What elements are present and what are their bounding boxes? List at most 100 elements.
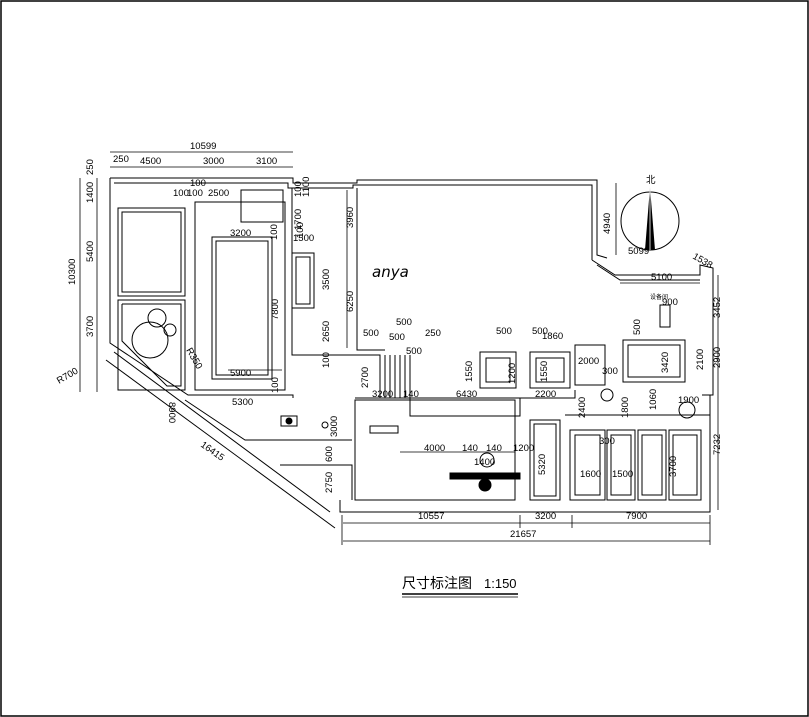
dim-r13: 1900	[678, 395, 699, 406]
north-label: 北	[646, 175, 656, 186]
dim-m1: 500	[363, 328, 379, 339]
dim-l3: 2750	[324, 472, 335, 493]
dim-l7: 1200	[513, 443, 534, 454]
dim-250-left: 250	[85, 159, 96, 175]
dim-m6: 2700	[360, 367, 371, 388]
dim-m12: 1200	[507, 363, 518, 384]
dim-m7: 3200	[372, 389, 393, 400]
dim-b0: 10557	[418, 511, 444, 522]
dim-10599: 10599	[190, 141, 216, 152]
dim-r3: 5100	[651, 272, 672, 283]
dim-5400: 5400	[85, 241, 96, 262]
dim-m8: 140	[403, 389, 419, 400]
dim-l13: 3700	[668, 456, 679, 477]
dim-r4: 3452	[712, 297, 723, 318]
dimension-text-bottom: 10557 3200 7900 21657	[418, 511, 647, 540]
dim-i5: 100	[293, 181, 304, 197]
dim-i6: 1100	[301, 177, 312, 197]
dim-10300: 10300	[67, 259, 78, 285]
dim-l11: 1600	[580, 469, 601, 480]
dim-m5: 500	[532, 326, 548, 337]
dim-i15: 100	[321, 352, 332, 368]
dim-m3: 250	[425, 328, 441, 339]
dim-m17: 300	[602, 366, 618, 377]
dim-l1: 3000	[329, 416, 340, 437]
dim-m9: 500	[406, 346, 422, 357]
dim-l16: 16415	[198, 439, 226, 463]
dim-m13: 1550	[539, 361, 550, 382]
north-arrow	[620, 187, 680, 251]
dim-b3: 21657	[510, 529, 536, 540]
dim-i9: 1500	[293, 233, 314, 244]
dim-l5: 140	[462, 443, 478, 454]
small-note: 设备间	[650, 293, 668, 301]
dim-4500: 4500	[140, 156, 161, 167]
dim-l8: 1400	[474, 457, 495, 468]
dimension-text-left: 250 1400 10300 5400 3700 R700	[55, 159, 96, 386]
dim-i1: 100	[187, 188, 203, 199]
dim-i16: 7800	[270, 299, 281, 320]
dim-m0: 500	[396, 317, 412, 328]
dim-l14: 8900	[166, 402, 177, 423]
dim-3700-left: 3700	[85, 316, 96, 337]
dim-l0: 5300	[232, 397, 253, 408]
dim-r0: 4940	[602, 213, 613, 234]
dimension-lines	[79, 151, 719, 545]
dim-l10: 300	[599, 436, 615, 447]
dim-3000: 3000	[203, 156, 224, 167]
dim-r8: 500	[632, 319, 643, 335]
dim-l2: 600	[324, 446, 335, 462]
dim-i13: 3500	[321, 269, 332, 290]
dim-i10: 100	[295, 222, 306, 238]
dim-i17: 5900	[230, 368, 251, 379]
dim-r2: 1538	[691, 251, 715, 271]
dim-m11: 1550	[464, 361, 475, 382]
drawing-scale: 1:150	[484, 576, 517, 591]
watermark: anya	[372, 263, 409, 281]
dimension-text-inner: 100 100 100 2500 1700 100 1100 3200 100 …	[173, 177, 356, 393]
dim-r11: 1800	[620, 397, 631, 418]
dim-i11: 3960	[345, 207, 356, 228]
dim-r10: 7232	[712, 434, 723, 455]
dim-m14: 2000	[578, 356, 599, 367]
dimension-text-top: 10599 250 4500 3000 3100	[113, 141, 277, 167]
dim-l9: 5320	[537, 454, 548, 475]
dim-i3: 2500	[208, 188, 229, 199]
dim-i18: 100	[270, 377, 281, 393]
dim-1400: 1400	[85, 182, 96, 203]
dim-250-top: 250	[113, 154, 129, 165]
dim-m4: 500	[496, 326, 512, 337]
dim-m16: 2200	[535, 389, 556, 400]
dim-i2: 100	[190, 178, 206, 189]
dim-m10: 1860	[542, 331, 563, 342]
dim-l6: 140	[486, 443, 502, 454]
dim-i14: 2650	[321, 321, 332, 342]
drawing-title: 尺寸标注图	[402, 576, 472, 592]
dim-l15: R350	[183, 346, 204, 371]
dim-r9: 2100	[695, 349, 706, 370]
plan-walls	[105, 177, 714, 529]
dim-l4: 4000	[424, 443, 445, 454]
dim-l12: 1500	[612, 469, 633, 480]
dim-m15: 6430	[456, 389, 477, 400]
dim-r6: 2900	[712, 347, 723, 368]
dimension-text-middle: 500 500 500 250 500 500 2700 3200 140 50…	[360, 317, 618, 400]
dim-i7: 3200	[230, 228, 251, 239]
dim-i4: 1700	[293, 209, 304, 230]
dim-r1: 5099	[628, 246, 649, 257]
table-chairs-icon	[280, 415, 329, 429]
dim-r14: 2400	[577, 397, 588, 418]
dim-r700: R700	[55, 366, 80, 387]
dim-i0: 100	[173, 188, 189, 199]
dim-r5: 900	[662, 297, 678, 308]
dim-m2: 500	[389, 332, 405, 343]
dim-b1: 3200	[535, 511, 556, 522]
dim-i12: 6250	[345, 291, 356, 312]
dining-set-icon	[449, 452, 521, 492]
dim-i8: 100	[269, 224, 280, 240]
dim-b2: 7900	[626, 511, 647, 522]
dim-r12: 1060	[648, 389, 659, 410]
dim-3100: 3100	[256, 156, 277, 167]
